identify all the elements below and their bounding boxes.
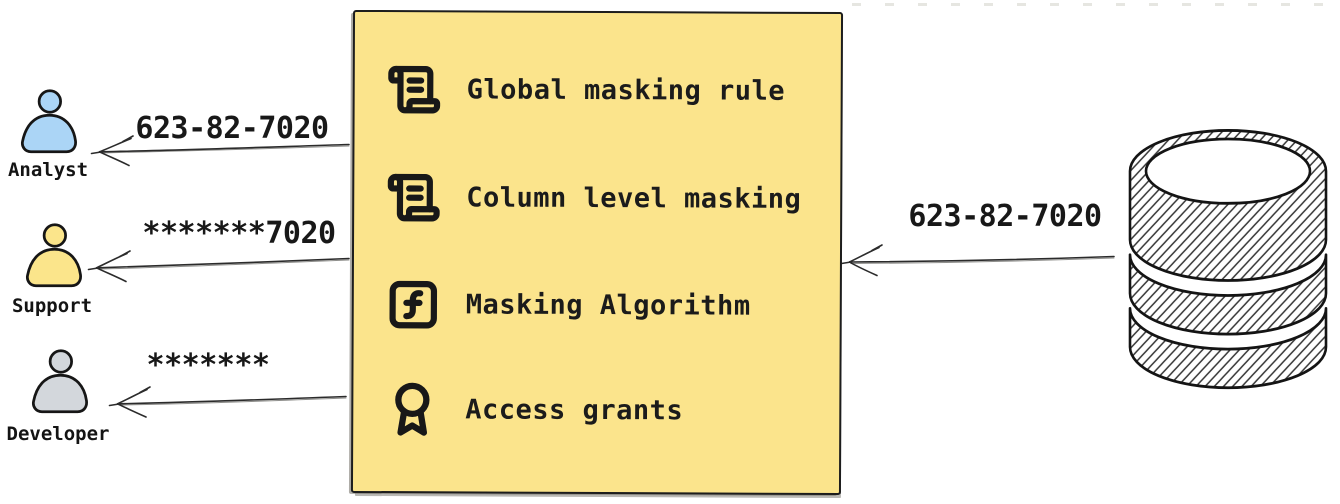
masking-box-item-label: Global masking rule [466, 73, 786, 107]
persona-developer-label: Developer [6, 423, 110, 445]
flow-value-support: *******7020 [142, 216, 336, 251]
masking-box-row-global-rule: Global masking rule [386, 61, 786, 119]
persona-support [23, 223, 85, 290]
top-edge-artifact [852, 3, 1340, 6]
arrow-to-support [87, 250, 350, 283]
flow-value-analyst: 623-82-7020 [135, 111, 329, 146]
developer-person-icon [31, 349, 88, 414]
persona-developer [29, 349, 91, 416]
persona-analyst-label: Analyst [7, 159, 89, 181]
function-square-icon [385, 276, 441, 332]
scroll-text-icon [386, 61, 442, 117]
masking-box: Global masking rule Column level masking… [350, 9, 844, 496]
award-icon [384, 381, 440, 437]
flow-value-developer: ******* [146, 348, 270, 383]
masking-box-row-column-masking: Column level masking [385, 169, 801, 227]
arrow-to-developer [108, 386, 347, 418]
masking-box-item-label: Access grants [465, 393, 684, 426]
persona-analyst [18, 89, 80, 156]
flow-value-database: 623-82-7020 [908, 199, 1102, 234]
analyst-person-icon [20, 89, 77, 154]
masking-box-item-label: Column level masking [466, 181, 802, 215]
masking-box-item-label: Masking Algorithm [465, 288, 751, 322]
masking-box-row-algorithm: Masking Algorithm [385, 276, 751, 334]
support-person-icon [25, 223, 82, 288]
scroll-text-icon [385, 169, 441, 225]
database-icon [1128, 129, 1328, 390]
persona-support-label: Support [11, 295, 93, 317]
arrow-from-database [840, 244, 1115, 277]
masking-box-row-access-grants: Access grants [384, 381, 683, 438]
